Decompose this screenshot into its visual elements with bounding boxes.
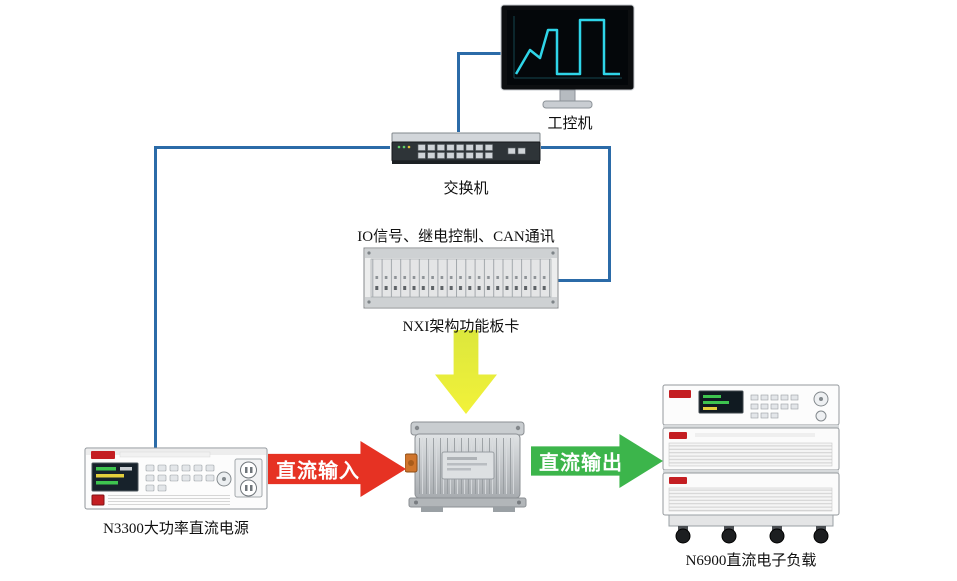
- switch-label: 交换机: [443, 181, 489, 197]
- connector-switch-nxi-h1: [541, 146, 611, 149]
- load-n6900-graphic: [662, 384, 840, 544]
- connector-ipc-switch-h: [457, 52, 505, 55]
- dc-output-label: 直流输出: [539, 452, 623, 475]
- psu-n3300-graphic: [84, 447, 268, 510]
- psu-label: N3300大功率直流电源: [103, 521, 249, 537]
- connector-switch-nxi-h2: [557, 279, 611, 282]
- connector-switch-psu-h: [154, 146, 390, 149]
- control-down-arrow: [435, 330, 497, 414]
- nxi-chassis-graphic: [363, 247, 559, 309]
- connector-switch-nxi-v: [608, 146, 611, 282]
- load-label: N6900直流电子负载: [685, 553, 817, 569]
- dc-input-arrow: 直流输入: [268, 441, 406, 497]
- connector-switch-psu-v: [154, 146, 157, 448]
- dc-output-arrow: 直流输出: [531, 434, 663, 488]
- nxi-label: NXI架构功能板卡: [402, 319, 520, 335]
- dc-input-label: 直流输入: [276, 460, 360, 483]
- dut-converter-graphic: [405, 421, 527, 512]
- nxi-caption: IO信号、继电控制、CAN通讯: [357, 229, 555, 245]
- industrial-pc-graphic: [500, 4, 635, 109]
- network-switch-graphic: [391, 132, 541, 164]
- ipc-label: 工控机: [547, 116, 593, 132]
- connector-ipc-switch-v: [457, 52, 460, 132]
